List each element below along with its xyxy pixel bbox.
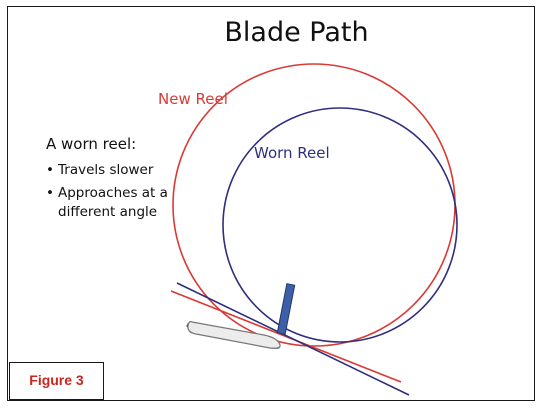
worn-reel-circle — [222, 107, 458, 343]
new-reel-label: New Reel — [158, 90, 228, 108]
list-item-text: Travels slower — [58, 162, 154, 178]
list-item: • Approaches at a different angle — [46, 184, 208, 222]
worn-reel-label: Worn Reel — [254, 144, 330, 162]
notes-heading: A worn reel: — [46, 135, 137, 153]
figure-frame — [7, 6, 535, 401]
notes-panel: A worn reel: • Travels slower • Approach… — [46, 135, 208, 226]
reel-blade — [276, 283, 296, 335]
bullet-icon: • — [46, 162, 54, 178]
list-item: • Travels slower — [46, 161, 208, 180]
diagram-title: Blade Path — [224, 17, 369, 48]
figure-label-box: Figure 3 — [9, 362, 104, 400]
bedknife — [186, 320, 281, 350]
worn-reel-tangent-line — [176, 282, 410, 396]
notes-list: • Travels slower • Approaches at a diffe… — [46, 161, 208, 222]
bullet-icon: • — [46, 185, 54, 201]
figure-label: Figure 3 — [29, 372, 84, 388]
list-item-text: Approaches at a different angle — [58, 185, 168, 220]
